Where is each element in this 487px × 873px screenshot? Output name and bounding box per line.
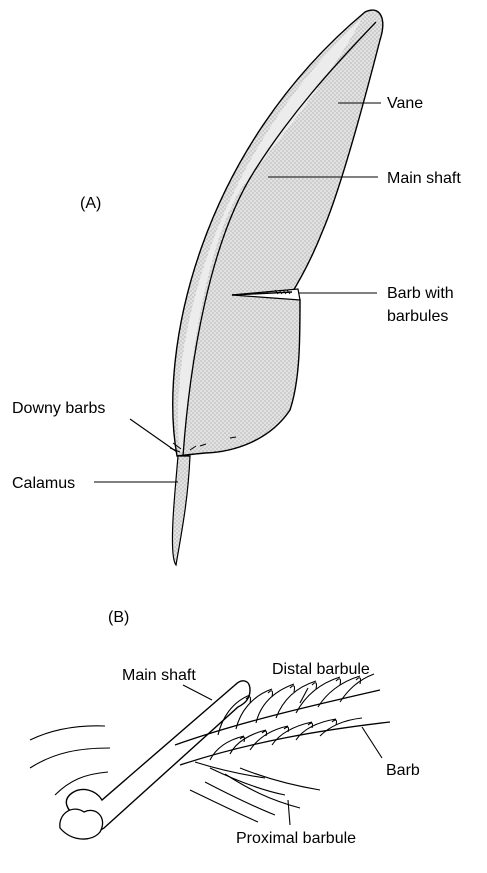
calamus-label: Calamus — [12, 475, 75, 492]
main-shaft-leader-b — [183, 685, 212, 700]
barb-leader-b — [362, 727, 382, 758]
main-shaft-end — [60, 809, 103, 839]
downy-barbs-label: Downy barbs — [12, 400, 105, 417]
feather-vane — [173, 10, 383, 456]
proximal-barbule-leader — [288, 800, 290, 825]
barb-label-line2: barbules — [387, 308, 448, 325]
barb-label-b: Barb — [386, 762, 420, 779]
main-shaft-label: Main shaft — [387, 170, 461, 187]
panel-b: (B) — [30, 609, 420, 847]
panel-a-label: (A) — [80, 195, 101, 212]
barb-label-line1: Barb with — [387, 285, 454, 302]
downy-barbs-leader — [130, 419, 177, 452]
background-barbs — [30, 726, 110, 795]
distal-barbule-label: Distal barbule — [272, 661, 370, 678]
panel-a: (A) Vane Main shaft Barb with barbules D… — [12, 10, 461, 565]
main-shaft-cylinder — [66, 681, 250, 830]
proximal-barbules — [190, 762, 320, 822]
main-shaft-label-b: Main shaft — [122, 667, 196, 684]
vane-label: Vane — [387, 95, 423, 112]
panel-b-label: (B) — [108, 609, 129, 626]
proximal-barbule-label: Proximal barbule — [236, 830, 356, 847]
calamus — [172, 456, 190, 565]
